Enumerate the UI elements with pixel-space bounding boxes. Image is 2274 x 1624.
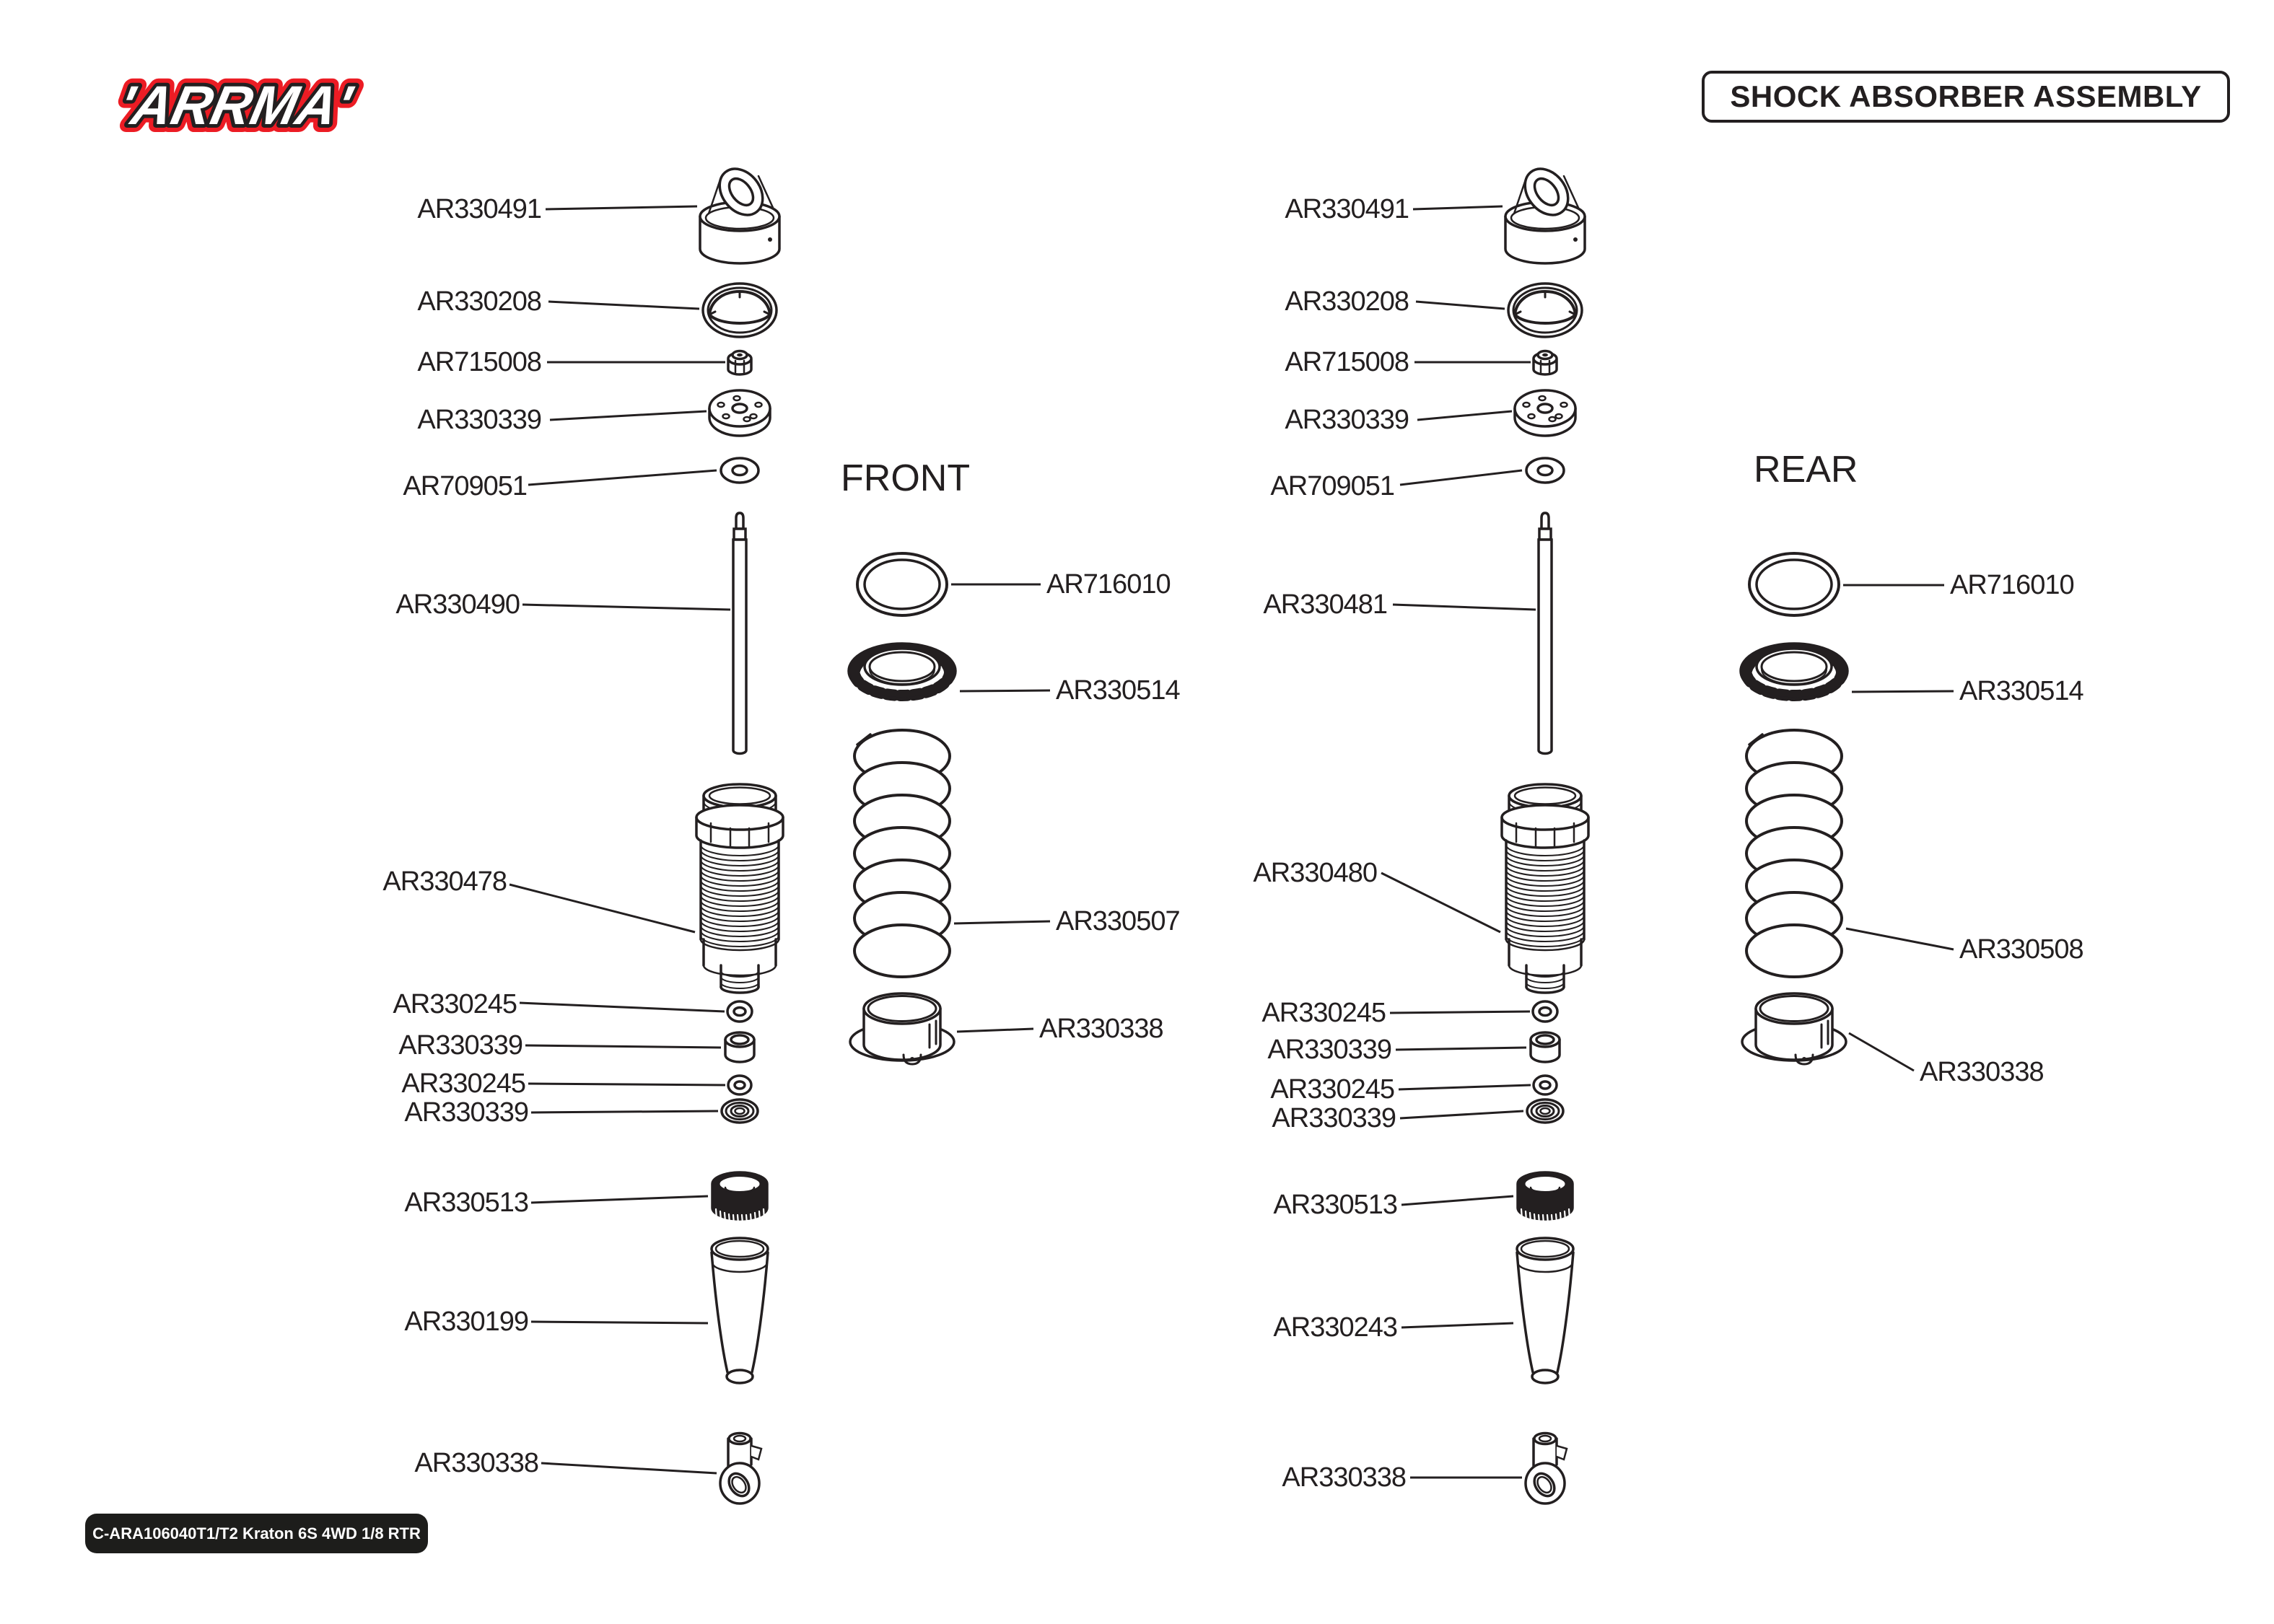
logo-white-face: 'ARRMA' (113, 75, 359, 136)
rear-oring2-part-number: AR330245 (1270, 1074, 1395, 1105)
front-oring2-part-number: AR330245 (401, 1068, 526, 1099)
leader-lines (509, 205, 1954, 1479)
rear-cap-part-number: AR330491 (1285, 194, 1409, 224)
front-bladder-part-number: AR330208 (417, 286, 542, 317)
rear-body-part-number: AR330480 (1253, 858, 1378, 888)
front-spring-column-drawing (849, 553, 955, 1064)
front-cap-part-number: AR330491 (417, 194, 542, 224)
front-boot-part-number: AR330199 (404, 1307, 529, 1337)
rear-large-oring-part-number: AR716010 (1950, 570, 2075, 600)
rear-shaft-part-number: AR330481 (1263, 589, 1388, 620)
section-label-rear: REAR (1754, 449, 1858, 491)
rear-piston-part-number: AR330339 (1285, 405, 1409, 435)
section-label-front: FRONT (841, 457, 971, 499)
rear-oring1-part-number: AR330245 (1261, 998, 1386, 1028)
model-tag-text: C-ARA106040T1/T2 Kraton 6S 4WD 1/8 RTR (92, 1524, 421, 1542)
rear-seal-part-number: AR330339 (1272, 1103, 1396, 1133)
rear-spring-column-drawing (1741, 553, 1847, 1064)
front-piston-part-number: AR330339 (417, 405, 542, 435)
rear-rod-end-part-number: AR330338 (1282, 1462, 1407, 1493)
rear-boot-part-number: AR330243 (1273, 1312, 1398, 1343)
front-bushing-part-number: AR330339 (398, 1030, 523, 1061)
front-shaft-part-number: AR330490 (395, 589, 520, 620)
front-washer-part-number: AR709051 (403, 471, 528, 501)
page-title: SHOCK ABSORBER ASSEMBLY (1702, 71, 2230, 123)
front-nut-part-number: AR715008 (417, 347, 542, 377)
rear-nut-part-number: AR715008 (1285, 347, 1409, 377)
front-seal-part-number: AR330339 (404, 1097, 529, 1128)
front-spring-collar-part-number: AR330514 (1056, 675, 1181, 706)
front-spring-part-number: AR330507 (1056, 906, 1181, 936)
arrma-logo-wordmark: 'ARRMA' 'ARRMA' 'ARRMA' (105, 67, 367, 143)
front-large-oring-part-number: AR716010 (1046, 569, 1171, 600)
front-lower-cap-part-number: AR330513 (404, 1188, 529, 1218)
logo-red-outline: 'ARRMA' (113, 75, 359, 136)
front-oring1-part-number: AR330245 (393, 989, 517, 1019)
logo-black-outline: 'ARRMA' (113, 75, 359, 136)
rear-washer-part-number: AR709051 (1270, 471, 1395, 501)
front-spring-cup-part-number: AR330338 (1039, 1014, 1164, 1044)
rear-spring-cup-part-number: AR330338 (1920, 1057, 2045, 1087)
front-body-part-number: AR330478 (382, 866, 507, 897)
model-tag: C-ARA106040T1/T2 Kraton 6S 4WD 1/8 RTR (85, 1514, 428, 1553)
rear-lower-cap-part-number: AR330513 (1273, 1190, 1398, 1220)
rear-bushing-part-number: AR330339 (1267, 1035, 1392, 1065)
rear-bladder-part-number: AR330208 (1285, 286, 1409, 317)
front-rod-end-part-number: AR330338 (414, 1448, 539, 1478)
rear-spring-collar-part-number: AR330514 (1959, 676, 2084, 706)
arrma-logo: 'ARRMA' 'ARRMA' 'ARRMA' (105, 67, 367, 143)
rear-spring-part-number: AR330508 (1959, 934, 2084, 965)
page-title-text: SHOCK ABSORBER ASSEMBLY (1730, 79, 2202, 113)
